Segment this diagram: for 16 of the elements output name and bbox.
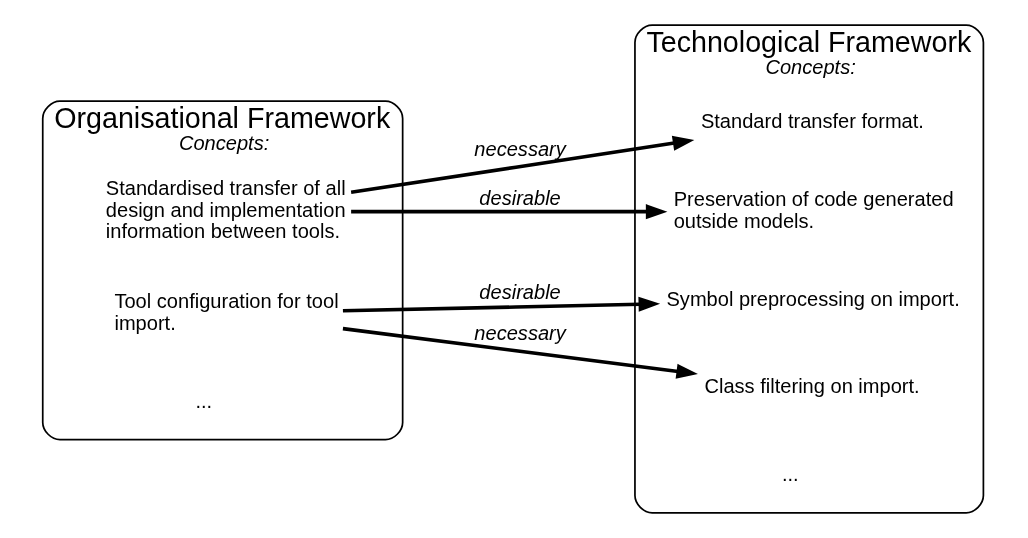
arrow xyxy=(350,204,667,220)
edge-label: necessary xyxy=(473,138,566,161)
edge-label: desirable xyxy=(478,186,561,209)
node-text: Symbol preprocessing on import. xyxy=(666,287,960,310)
node-text: ... xyxy=(781,462,799,485)
node-text: Class filtering on import. xyxy=(704,375,920,398)
node-text: Standardised transfer of all design and implementation information between tools. xyxy=(105,177,346,243)
node-text: Preservation of code generated outside models. xyxy=(673,188,954,232)
edge-label: desirable xyxy=(478,281,561,304)
arrow xyxy=(342,296,660,313)
edge-label: necessary xyxy=(473,321,566,344)
arrow xyxy=(342,326,698,379)
node-text: Standard transfer format. xyxy=(700,110,924,133)
node-text: Tool configuration for tool import. xyxy=(113,290,339,334)
node-text: ... xyxy=(194,389,212,412)
arrow xyxy=(350,135,694,195)
